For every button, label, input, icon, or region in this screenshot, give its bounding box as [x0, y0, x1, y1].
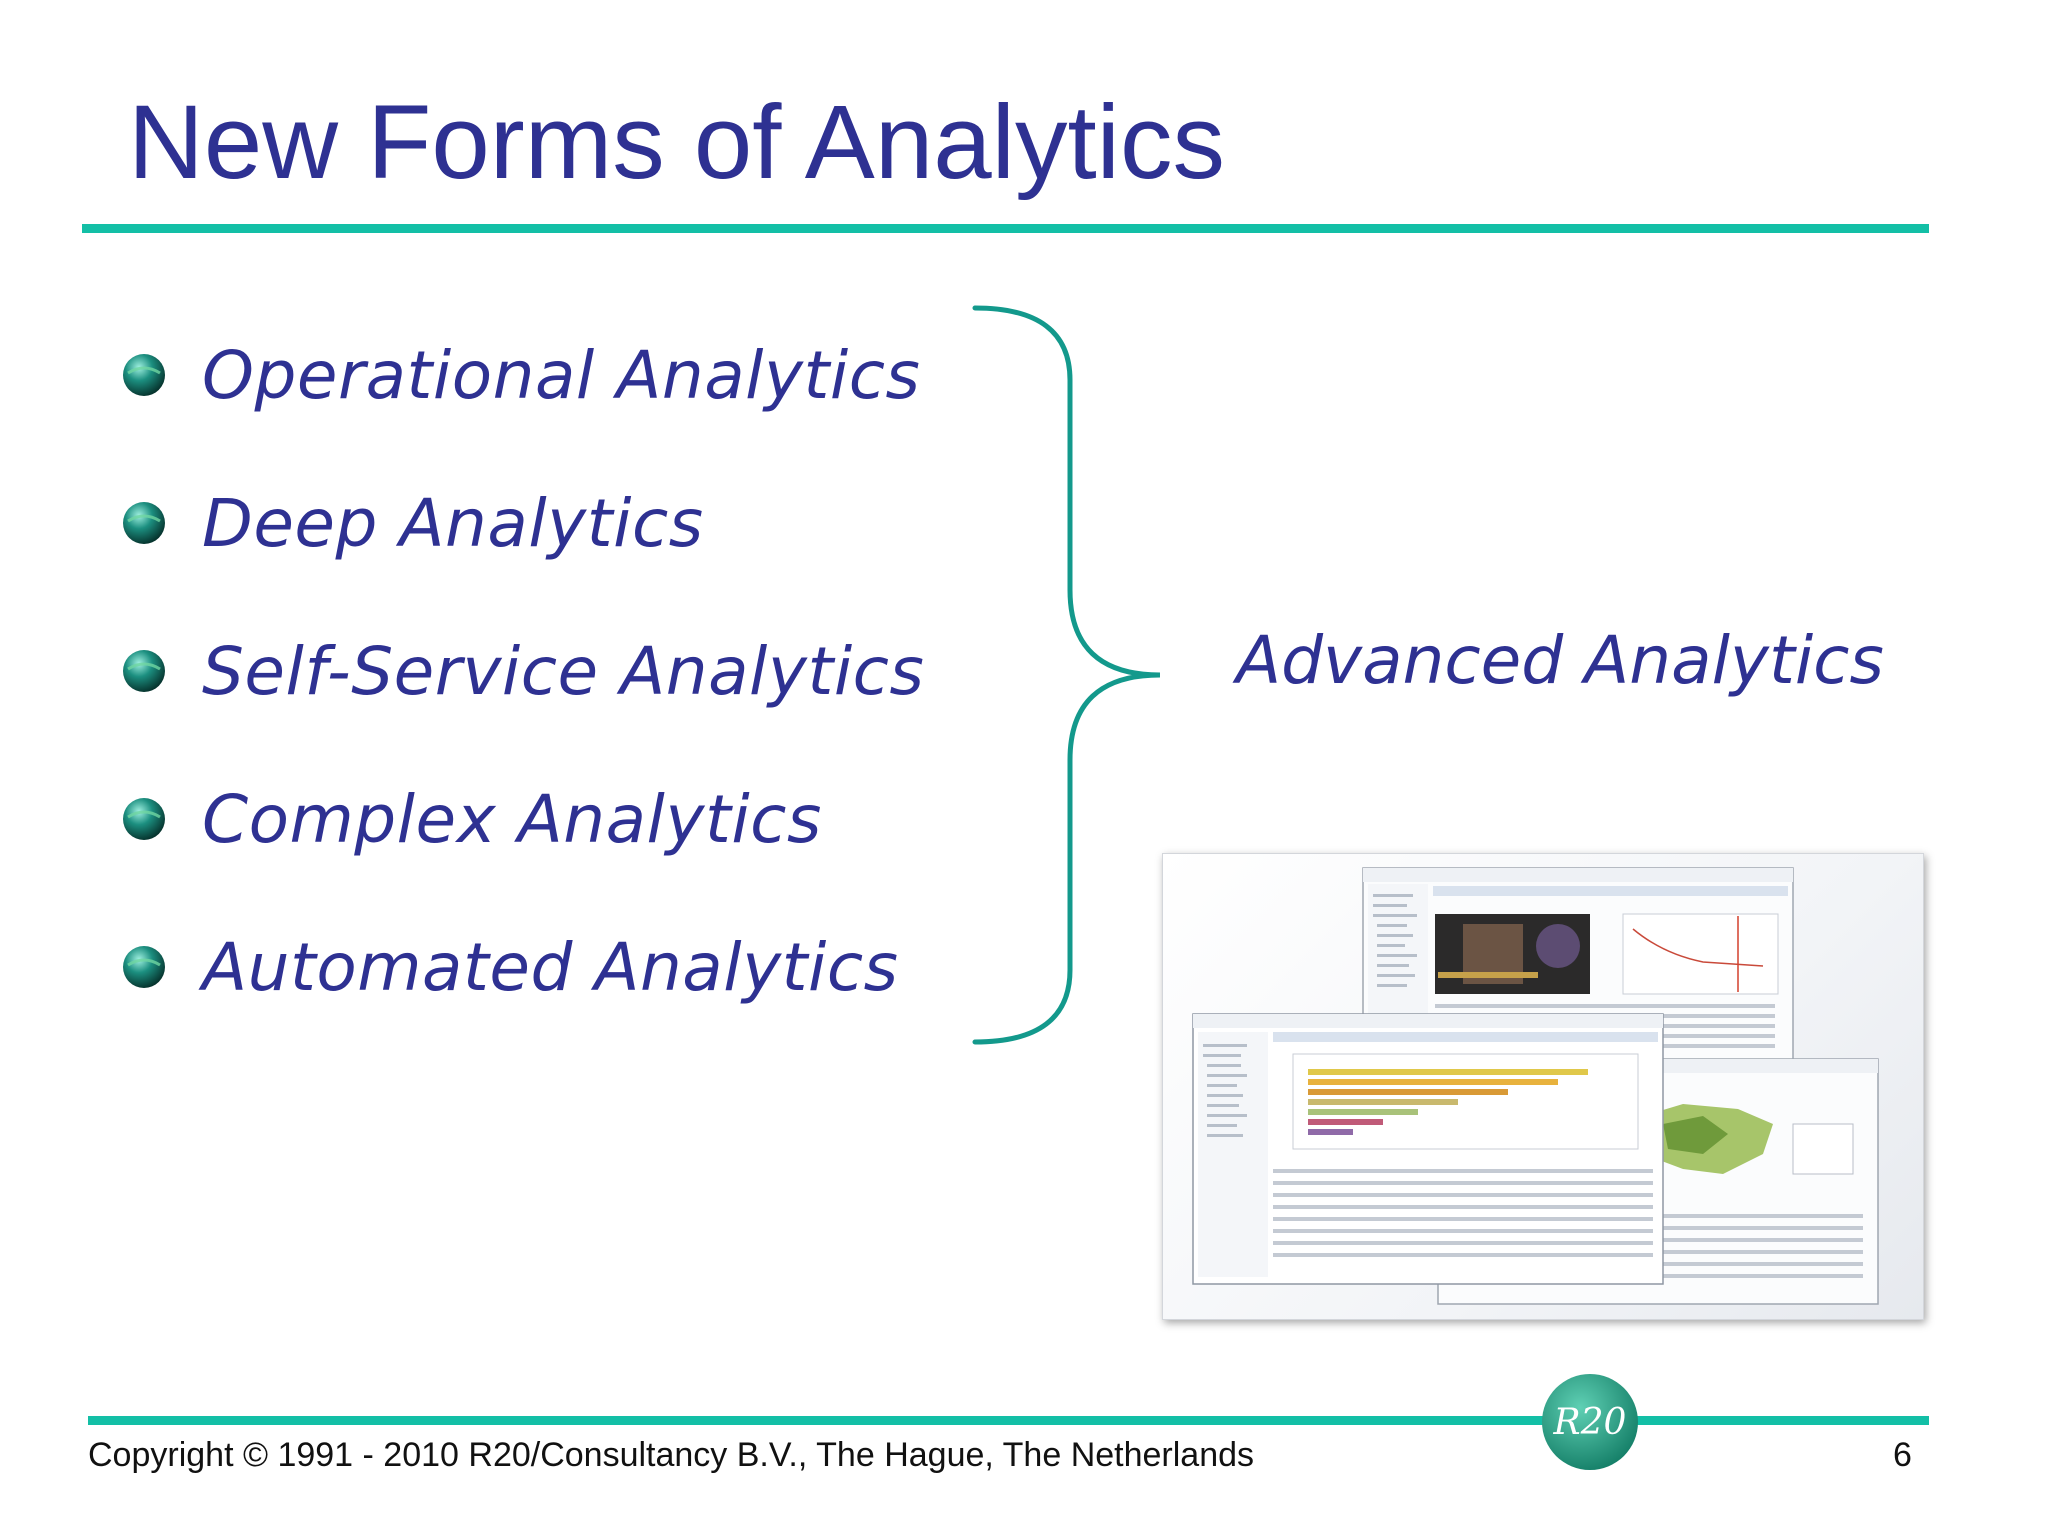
- sphere-bullet-icon: [123, 650, 165, 692]
- bullet-text: Deep Analytics: [202, 484, 704, 562]
- copyright-text: Copyright © 1991 - 2010 R20/Consultancy …: [88, 1436, 1255, 1474]
- r20-logo: R20: [1542, 1374, 1638, 1470]
- page-number: 6: [1893, 1436, 1912, 1474]
- sphere-bullet-icon: [123, 502, 165, 544]
- bullet-text: Self-Service Analytics: [202, 632, 925, 710]
- list-item: Complex Analytics: [120, 774, 822, 864]
- logo-text: R20: [1553, 1402, 1627, 1443]
- curly-brace-icon: [972, 305, 1161, 1045]
- sphere-bullet-icon: [123, 798, 165, 840]
- dashboard-window-front: [1192, 1013, 1664, 1285]
- list-item: Automated Analytics: [120, 922, 899, 1012]
- dashboard-screenshot-image: [1162, 853, 1924, 1320]
- dashboard-collage-illustration: [1192, 867, 1879, 1305]
- list-item: Deep Analytics: [120, 478, 704, 568]
- list-item: Self-Service Analytics: [120, 626, 924, 716]
- page-title: New Forms of Analytics: [128, 84, 1225, 201]
- sphere-bullet-icon: [123, 354, 165, 396]
- list-item: Operational Analytics: [120, 330, 920, 420]
- bullet-text: Complex Analytics: [202, 780, 822, 858]
- bullet-text: Automated Analytics: [202, 928, 899, 1006]
- bullet-text: Operational Analytics: [202, 336, 921, 414]
- title-divider: [82, 224, 1929, 233]
- sphere-bullet-icon: [123, 946, 165, 988]
- advanced-analytics-label: Advanced Analytics: [1236, 622, 1884, 699]
- footer-divider: [88, 1416, 1929, 1425]
